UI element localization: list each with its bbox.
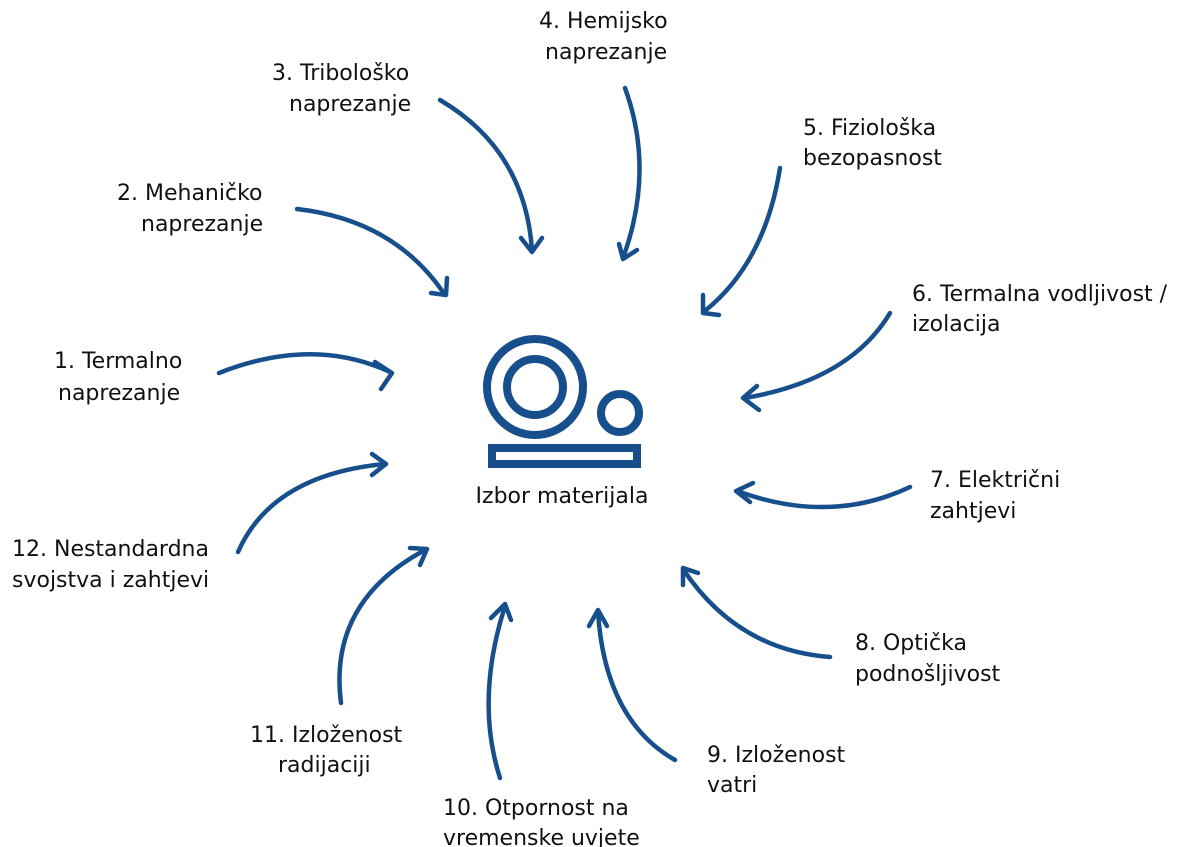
factor-3-line2: naprezanje <box>289 92 411 117</box>
factor-12-line2: svojstva i zahtjevi <box>12 568 209 593</box>
factor-6-line1: 6. Termalna vodljivost / <box>912 282 1168 307</box>
factor-6-line2: izolacija <box>912 312 1001 337</box>
materials-icon <box>483 335 643 468</box>
factor-3-line1: 3. Tribološko <box>272 61 409 86</box>
factor-4-line2: naprezanje <box>545 40 667 65</box>
factor-10-line1: 10. Otpornost na <box>443 796 629 821</box>
arrow-2 <box>294 206 446 295</box>
factor-4: 4. Hemijsko naprezanje <box>539 9 668 262</box>
arrow-head-10 <box>488 601 514 623</box>
factor-5-line2: bezopasnost <box>803 146 942 171</box>
factor-4-line1: 4. Hemijsko <box>539 9 668 34</box>
factor-2-line1: 2. Mehaničko <box>117 181 263 206</box>
factor-12-line1: 12. Nestandardna <box>12 537 209 562</box>
arrow-9 <box>595 609 678 763</box>
factor-2-line2: naprezanje <box>141 212 263 237</box>
arrow-5 <box>703 165 783 313</box>
arrow-head-6 <box>740 383 762 413</box>
factor-8-line2: podnošljivost <box>855 662 1001 687</box>
arrow-1 <box>216 352 393 376</box>
arrow-7 <box>734 484 913 510</box>
arrow-head-7 <box>733 480 756 505</box>
factor-10: 10. Otpornost na vremenske uvjete <box>443 601 640 847</box>
factor-5: 5. Fiziološka bezopasnost <box>700 116 942 318</box>
arrow-11 <box>337 547 428 706</box>
factor-1-line2: naprezanje <box>58 381 180 406</box>
factor-1: 1. Termalno naprezanje <box>54 349 395 406</box>
factor-7-line2: zahtjevi <box>930 499 1016 524</box>
factor-6: 6. Termalna vodljivost / izolacija <box>740 282 1168 413</box>
arrow-head-4 <box>616 241 640 262</box>
arrow-3 <box>437 97 535 253</box>
factor-8-line1: 8. Optička <box>855 631 967 656</box>
factor-9: 9. Izloženost vatri <box>586 607 846 798</box>
arrow-head-3 <box>518 235 545 255</box>
factor-9-line1: 9. Izloženost <box>707 743 846 768</box>
arrow-head-9 <box>586 607 610 629</box>
arrow-6 <box>742 310 893 401</box>
factor-11-line1: 11. Izloženost <box>250 723 403 748</box>
arrow-head-12 <box>369 451 389 478</box>
factor-11-line2: radijaciji <box>278 753 371 778</box>
arrow-head-5 <box>700 292 722 318</box>
arrow-head-2 <box>428 275 450 298</box>
arrow-head-11 <box>407 545 430 568</box>
factor-1-line1: 1. Termalno <box>54 349 182 374</box>
factor-8: 8. Optička podnošljivost <box>680 565 1001 687</box>
factor-2: 2. Mehaničko naprezanje <box>117 181 450 298</box>
factor-7: 7. Električni zahtjevi <box>733 468 1060 524</box>
factor-3: 3. Tribološko naprezanje <box>272 61 545 255</box>
factor-5-line1: 5. Fiziološka <box>803 116 936 141</box>
arrow-4 <box>620 85 642 261</box>
factor-9-line2: vatri <box>707 773 757 798</box>
arrow-8 <box>680 566 833 660</box>
factor-12: 12. Nestandardna svojstva i zahtjevi <box>12 451 389 593</box>
arrow-head-1 <box>372 359 395 392</box>
factor-10-line2: vremenske uvjete <box>443 826 640 847</box>
arrow-head-8 <box>680 565 701 588</box>
factor-11: 11. Izloženost radijaciji <box>250 545 430 778</box>
factor-7-line1: 7. Električni <box>930 468 1060 493</box>
arrow-12 <box>235 461 387 555</box>
arrow-10 <box>486 603 508 781</box>
center-label: Izbor materijala <box>476 484 649 509</box>
